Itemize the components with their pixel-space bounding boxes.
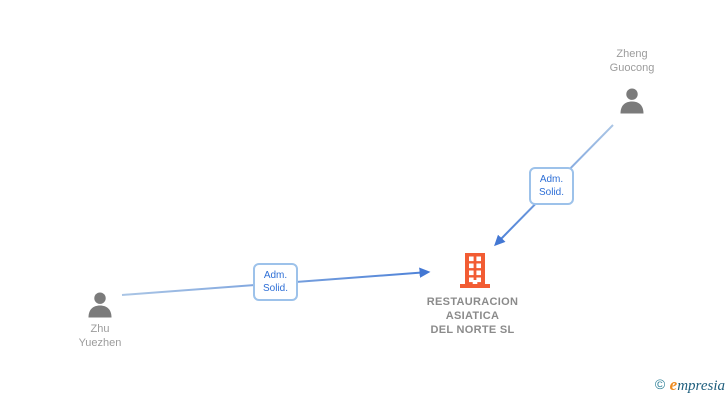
node-company-restauracion-asiatica-del-norte[interactable]: [460, 253, 490, 288]
edge-label-adm-solid-right: Adm. Solid.: [529, 167, 574, 205]
person-icon: [86, 291, 114, 324]
edge-label-line1: Adm.: [263, 270, 288, 281]
person-icon: [618, 87, 646, 120]
company-name-line3: DEL NORTE SL: [430, 324, 515, 336]
node-person-zheng-guocong[interactable]: [618, 87, 646, 115]
company-name-line1: RESTAURACION: [426, 296, 519, 308]
building-icon: [460, 253, 490, 293]
company-name: RESTAURACION ASIATICA DEL NORTE SL: [395, 295, 550, 337]
person-name-line2: Guocong: [609, 62, 655, 74]
person-name-zheng-guocong: Zheng Guocong: [572, 47, 692, 75]
person-name-line1: Zhu: [90, 323, 110, 335]
edge-label-line2: Solid.: [262, 283, 288, 294]
node-person-zhu-yuezhen[interactable]: [86, 291, 114, 319]
edge-label-line1: Adm.: [539, 174, 564, 185]
person-name-zhu-yuezhen: Zhu Yuezhen: [40, 322, 160, 350]
person-name-line1: Zheng: [616, 48, 648, 60]
brand-first-letter: e: [669, 375, 678, 394]
edge-label-adm-solid-left: Adm. Solid.: [253, 263, 298, 301]
edge-label-line2: Solid.: [538, 187, 564, 198]
empresia-logo[interactable]: © empresia: [655, 375, 725, 395]
person-name-line2: Yuezhen: [78, 337, 122, 349]
brand-rest: mpresia: [677, 378, 725, 394]
company-name-line2: ASIATICA: [445, 310, 500, 322]
brand-wordmark: empresia: [669, 375, 725, 394]
copyright-icon: ©: [654, 376, 666, 392]
